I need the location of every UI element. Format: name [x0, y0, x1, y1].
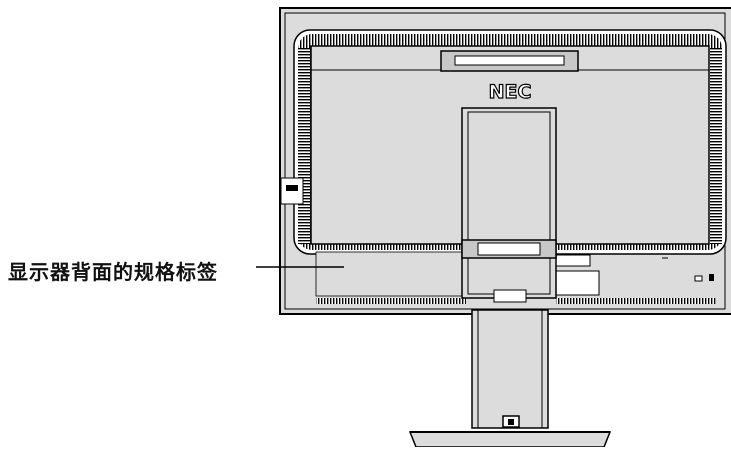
spec-label-area — [315, 251, 467, 297]
nec-logo: NEC — [489, 81, 532, 103]
stand-column — [471, 309, 549, 429]
stand-base — [408, 431, 612, 448]
stand-neck — [461, 107, 557, 299]
spec-label-callout: 显示器背面的规格标签 — [8, 260, 218, 284]
